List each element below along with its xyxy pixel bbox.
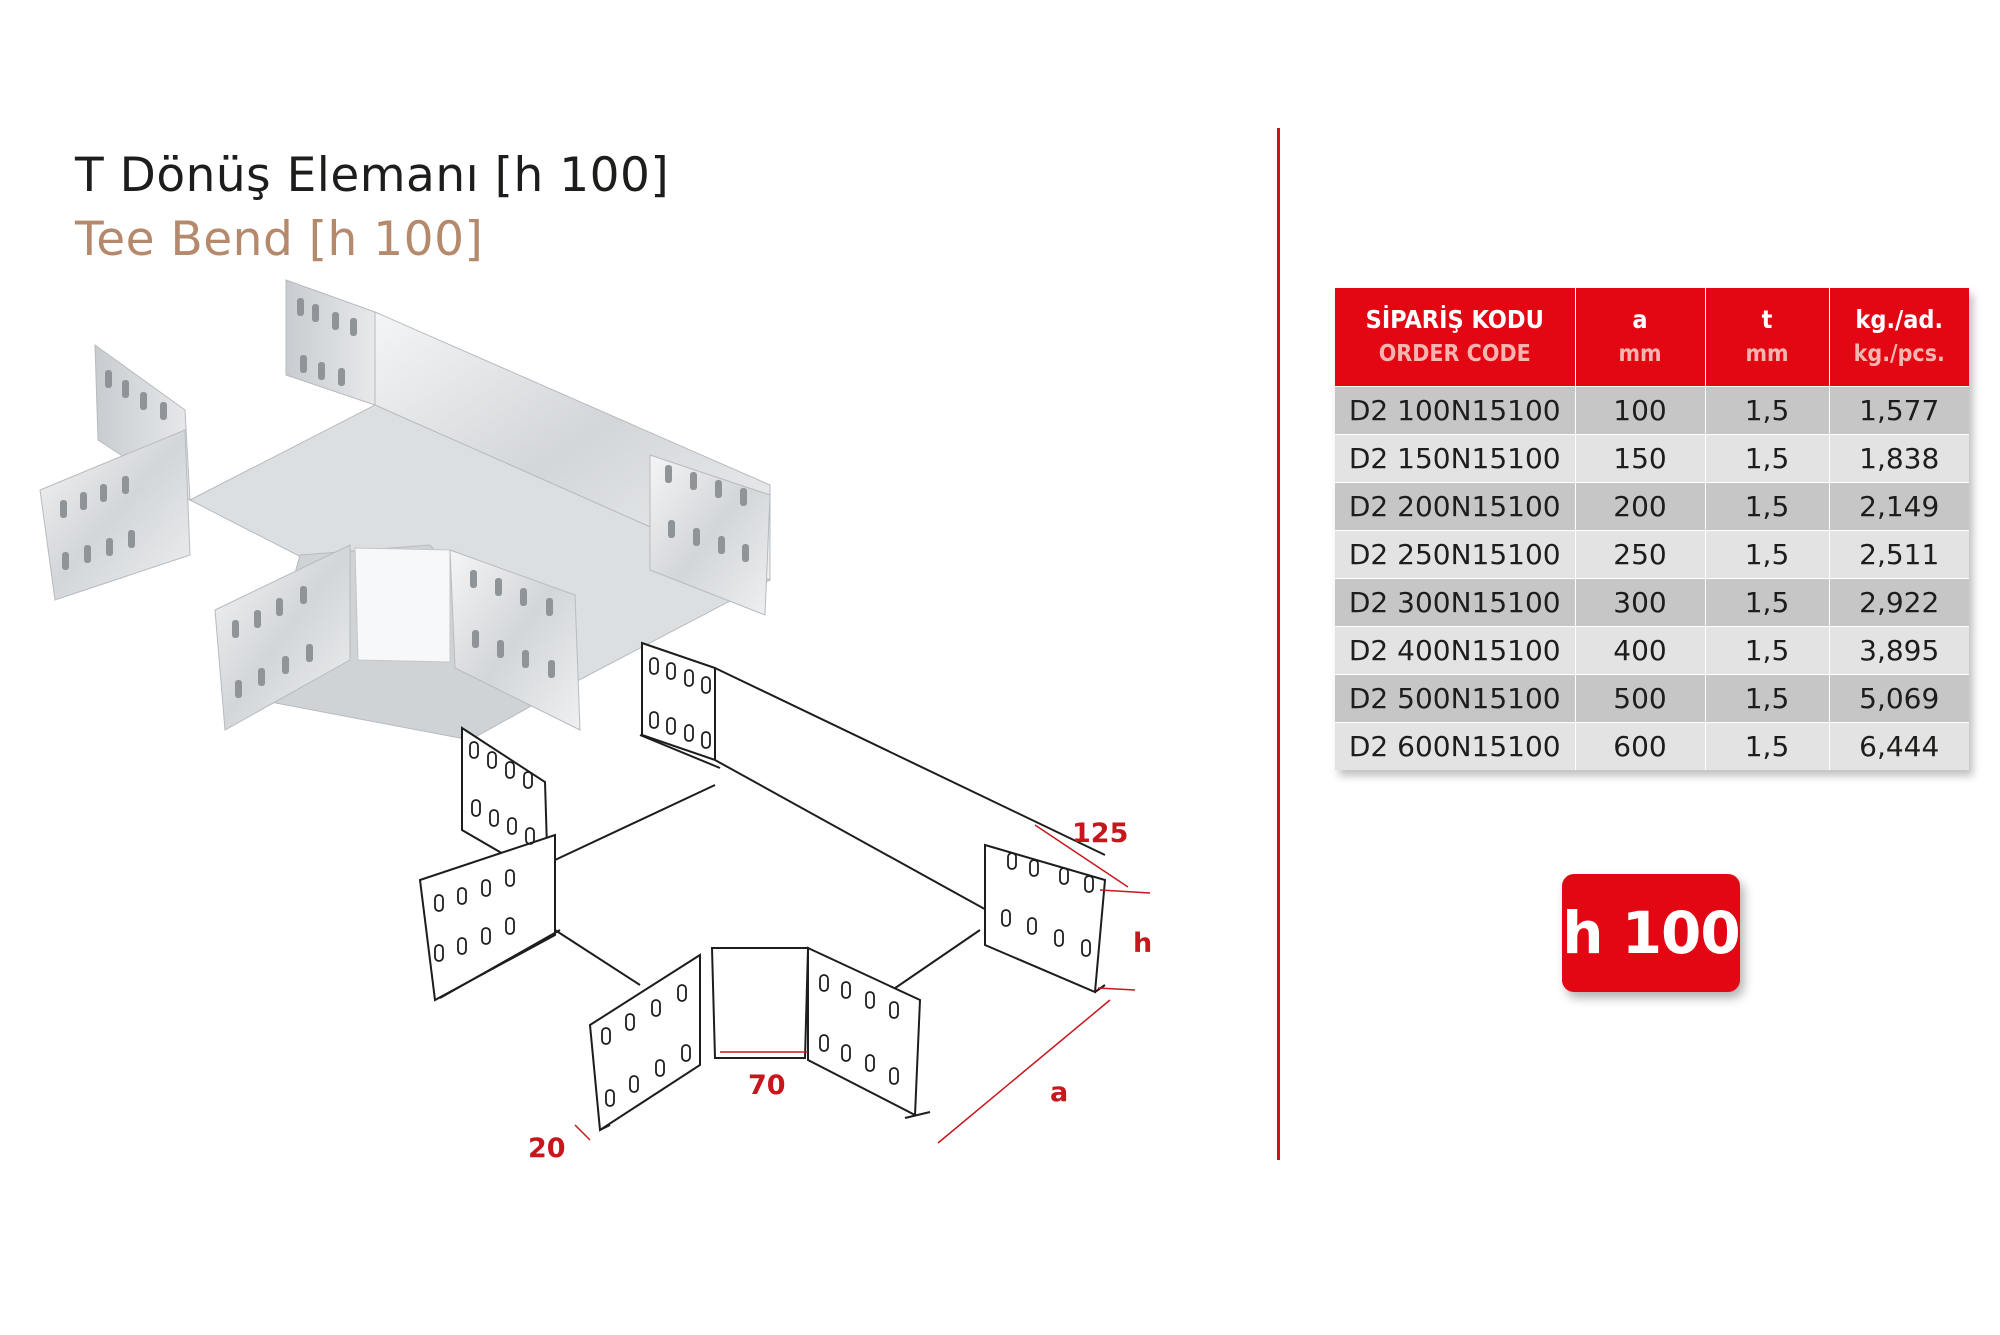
header-weight: kg./ad.kg./pcs.	[1829, 288, 1969, 387]
product-illustration	[39, 279, 1151, 1144]
dimension-label-h: h	[1133, 928, 1153, 959]
page-title: T Dönüş Elemanı [h 100]	[75, 148, 670, 203]
dimension-label-125: 125	[1072, 818, 1129, 849]
dimension-label-a: a	[1050, 1077, 1069, 1108]
dimension-label-70: 70	[748, 1070, 786, 1101]
page-subtitle: Tee Bend [h 100]	[75, 212, 484, 267]
vertical-divider	[1277, 128, 1280, 1160]
dimension-label-20: 20	[528, 1133, 566, 1164]
tee-bend-technical-drawing	[418, 641, 1107, 1132]
dimension-lines	[574, 824, 1151, 1144]
tee-bend-render	[39, 279, 772, 741]
height-badge: h 100	[1562, 874, 1741, 992]
